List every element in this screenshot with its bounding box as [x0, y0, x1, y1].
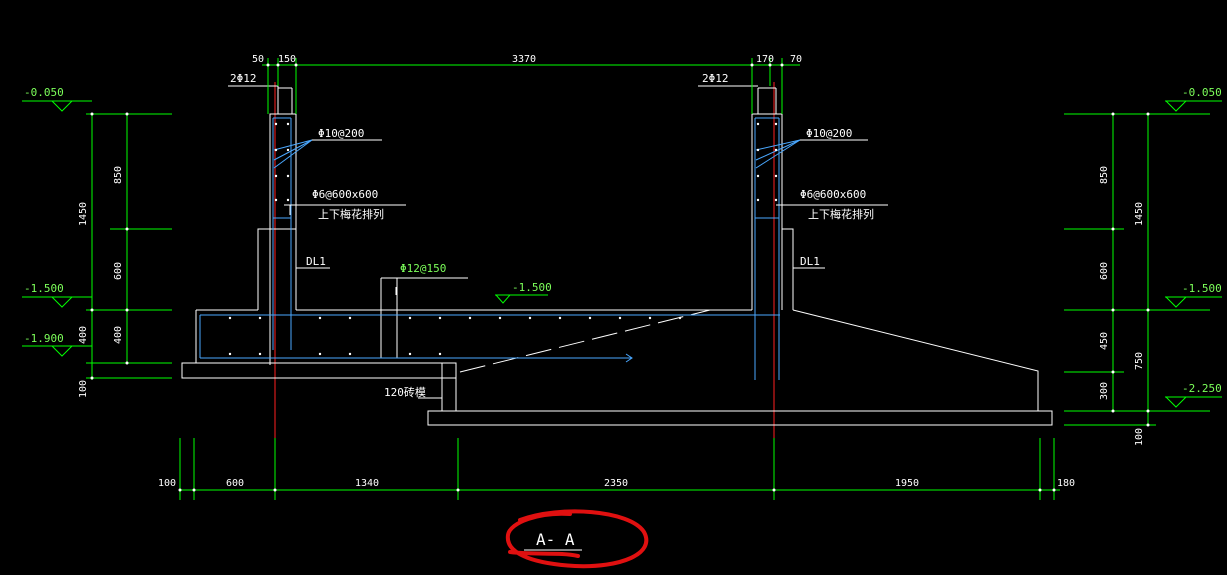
dim-right-850: 850 [1099, 166, 1110, 184]
dim-bottom-1340: 1340 [355, 478, 379, 489]
beam-right-label: DL1 [800, 255, 820, 268]
dim-left-100: 100 [78, 380, 89, 398]
tie-right-label: Φ6@600x600 [800, 188, 866, 201]
dim-left-400a: 400 [78, 326, 89, 344]
slab-rebar-label: Φ12@150 [400, 262, 446, 275]
dim-ticks [90, 63, 1150, 492]
structure-outline [181, 87, 1053, 426]
elev-center: -1.500 [512, 281, 552, 294]
elev-right-bot: -2.250 [1182, 382, 1222, 395]
rebar-right-top-label: 2Φ12 [702, 72, 729, 85]
elev-right-top: -0.050 [1182, 86, 1222, 99]
elev-right-mid: -1.500 [1182, 282, 1222, 295]
beam-left-label: DL1 [306, 255, 326, 268]
dim-bottom-180: 180 [1057, 478, 1075, 489]
elev-left-top: -0.050 [24, 86, 64, 99]
stirrup-left-label: Φ10@200 [318, 127, 364, 140]
dim-right-300: 300 [1099, 382, 1110, 400]
dim-bottom-1950: 1950 [895, 478, 919, 489]
elev-left-bot: -1.900 [24, 332, 64, 345]
dim-right-100: 100 [1134, 428, 1145, 446]
dim-right-750: 750 [1134, 352, 1145, 370]
dim-70: 70 [790, 54, 802, 65]
dim-bottom-600: 600 [226, 478, 244, 489]
tie-left-label: Φ6@600x600 [312, 188, 378, 201]
dim-right-1450: 1450 [1134, 202, 1145, 226]
dim-right-450: 450 [1099, 332, 1110, 350]
arrangement-right-label: 上下梅花排列 [808, 207, 874, 221]
dim-170: 170 [756, 54, 774, 65]
dim-bottom-2350: 2350 [604, 478, 628, 489]
dim-left-600: 600 [113, 262, 124, 280]
dim-left-400b: 400 [113, 326, 124, 344]
leader-lines [228, 85, 888, 399]
markup-circle [505, 509, 649, 569]
dim-50: 50 [252, 54, 264, 65]
section-title: A- A [536, 530, 575, 549]
rebar-left-top-label: 2Φ12 [230, 72, 257, 85]
arrangement-left-label: 上下梅花排列 [318, 207, 384, 221]
dim-right-600: 600 [1099, 262, 1110, 280]
dim-3370: 3370 [512, 54, 536, 65]
axis-lines [274, 82, 775, 462]
rebar [199, 117, 801, 380]
stirrup-right-label: Φ10@200 [806, 127, 852, 140]
elevation-symbols [50, 100, 1188, 408]
dim-left-1450: 1450 [78, 202, 89, 226]
rebar-dots [228, 122, 778, 356]
dim-bottom-100: 100 [158, 478, 176, 489]
dim-150: 150 [278, 54, 296, 65]
dimension-lines [22, 58, 1222, 500]
dim-left-850: 850 [113, 166, 124, 184]
elev-left-mid: -1.500 [24, 282, 64, 295]
brick-mould-label: 120砖模 [384, 385, 426, 399]
